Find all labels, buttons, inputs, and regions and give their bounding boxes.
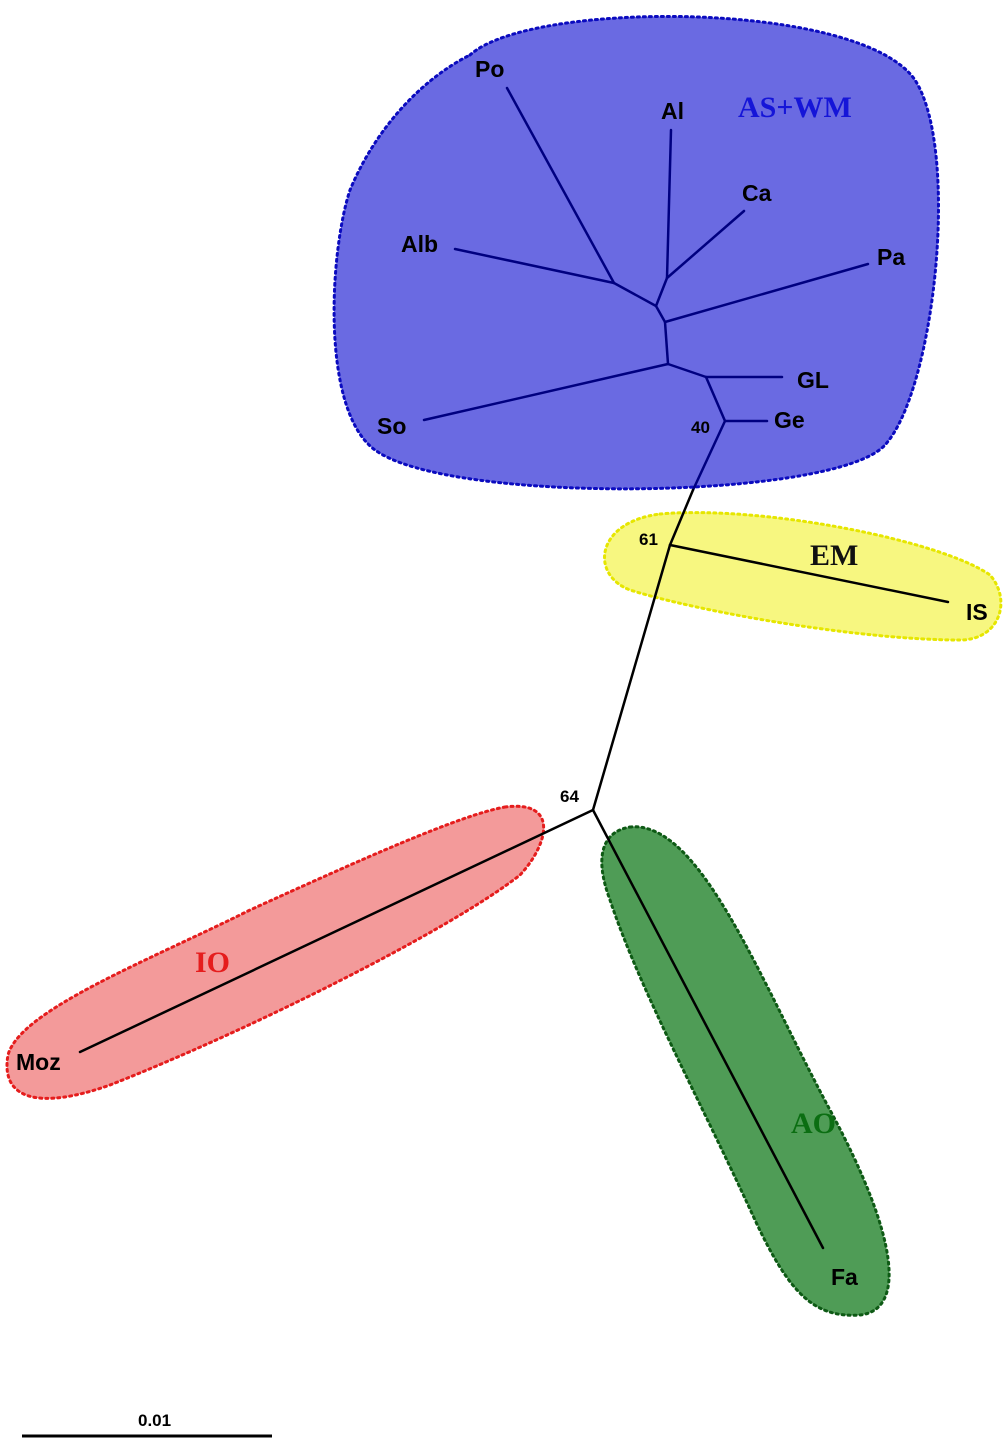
branch-al <box>665 128 673 280</box>
main-branches <box>78 488 950 1250</box>
branch-so <box>422 362 670 422</box>
group-hull-ao <box>600 825 891 1317</box>
group-hull-as-wm <box>332 15 940 491</box>
branch-ca <box>665 209 746 280</box>
branch-internal-2 <box>663 320 670 366</box>
leaf-ge: Ge <box>774 407 805 433</box>
leaf-pa: Pa <box>877 244 905 270</box>
group-hull-em <box>603 511 1003 642</box>
branch-pa <box>663 262 870 324</box>
leaf-al: Al <box>661 98 684 124</box>
group-label-io: IO <box>195 946 230 979</box>
branch-moz <box>78 808 595 1054</box>
leaf-alb: Alb <box>401 231 438 257</box>
branch-internal-4 <box>704 375 727 423</box>
leaf-is: IS <box>966 599 988 625</box>
leaf-labels: Po Al Ca Alb Pa GL So Ge IS Moz Fa <box>16 56 988 1290</box>
branch-internal-1 <box>654 304 667 324</box>
branch-al-ca-stem <box>654 276 669 308</box>
branch-stem-to-61 <box>668 488 695 547</box>
group-labels: AS+WM EM IO AO <box>195 91 858 1140</box>
group-label-ao: AO <box>791 1107 836 1140</box>
leaf-po: Po <box>475 56 504 82</box>
group-label-em: EM <box>810 539 858 572</box>
branch-stem-down <box>691 419 727 492</box>
branch-fa <box>591 808 825 1250</box>
as-wm-branches <box>422 86 870 492</box>
scale-bar-label: 0.01 <box>138 1411 171 1430</box>
leaf-moz: Moz <box>16 1049 61 1075</box>
branch-61-to-64 <box>591 543 672 812</box>
bootstrap-61: 61 <box>639 530 658 549</box>
group-hull-io <box>5 804 546 1100</box>
branch-po-alb-stem <box>612 281 658 308</box>
bootstrap-labels: 40 61 64 <box>560 418 710 806</box>
leaf-so: So <box>377 413 406 439</box>
leaf-gl: GL <box>797 367 829 393</box>
bootstrap-40: 40 <box>691 418 710 437</box>
branch-is <box>668 543 950 604</box>
branch-internal-3 <box>666 362 708 379</box>
branch-alb <box>453 247 616 285</box>
scale-bar: 0.01 <box>22 1411 272 1438</box>
branch-po <box>505 86 616 285</box>
leaf-ca: Ca <box>742 180 772 206</box>
leaf-fa: Fa <box>831 1264 858 1290</box>
bootstrap-64: 64 <box>560 787 579 806</box>
group-label-as-wm: AS+WM <box>738 91 852 124</box>
